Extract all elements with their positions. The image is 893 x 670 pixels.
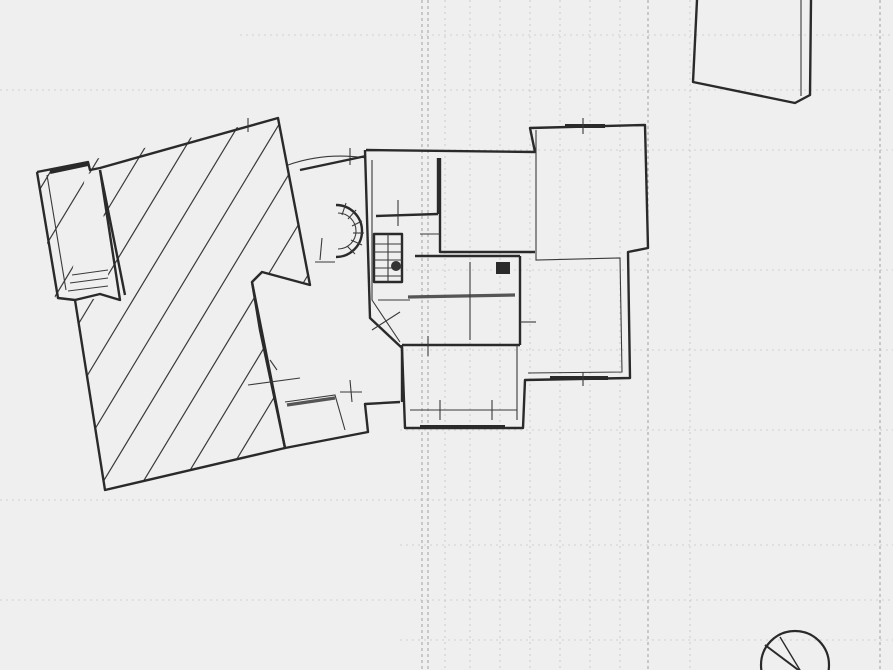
spiral-stair-icon [315,202,364,263]
straight-stair-icon [372,232,404,284]
neighbour-building [691,0,813,105]
north-arrow-icon [759,629,831,670]
main-dwelling [363,118,650,430]
hatched-terrace [35,116,312,492]
chimney-block [496,262,510,274]
entrance-hall [247,148,401,450]
terrace-hatching [37,118,310,490]
